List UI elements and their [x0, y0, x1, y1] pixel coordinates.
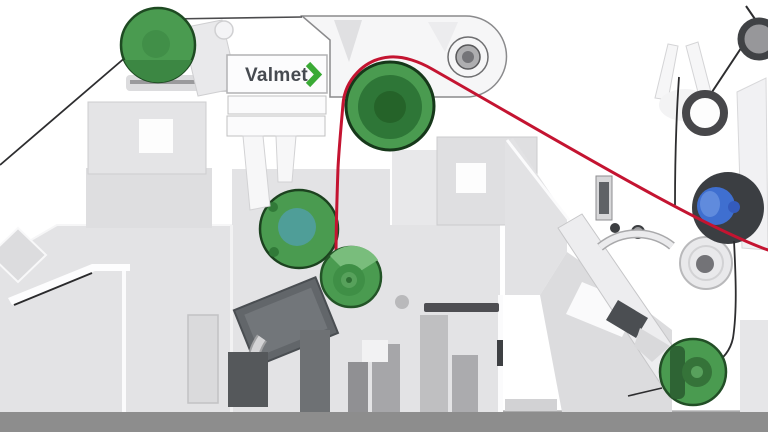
blue-roller-sheen	[700, 191, 720, 217]
stack-slat	[227, 95, 327, 115]
access-door	[187, 314, 219, 404]
stack-leg	[275, 135, 297, 183]
right-body-upper	[505, 138, 567, 295]
arm-pin	[214, 20, 234, 40]
right-body-lower	[540, 252, 672, 412]
roller-core-teal	[278, 208, 316, 246]
box-window	[139, 119, 173, 153]
hood-ring-outer	[447, 36, 489, 78]
stack-slat	[226, 115, 326, 137]
highlight-roller-mid-left[interactable]	[258, 188, 340, 270]
wire-line-top	[167, 16, 303, 20]
pulper-area	[228, 276, 478, 412]
right-machine-section	[505, 5, 768, 412]
roller-hub	[374, 91, 406, 123]
guide-roll	[682, 90, 728, 136]
walkway-beam	[8, 264, 130, 305]
frame-panel	[599, 182, 609, 214]
hood-hub	[462, 51, 474, 63]
felt-line	[674, 76, 680, 206]
pipe	[598, 230, 674, 250]
walkway-underline	[13, 272, 93, 306]
pulper-face	[244, 287, 328, 356]
column	[348, 362, 368, 412]
cross-beam-shadow	[130, 80, 230, 84]
wire-line-left	[0, 55, 128, 166]
support-wedge	[634, 328, 670, 362]
felt-line-tail	[627, 387, 663, 397]
panel-seam	[122, 266, 126, 412]
small-roll	[395, 295, 409, 309]
equipment-box	[392, 150, 438, 225]
small-roll	[610, 223, 620, 233]
dark-slot	[424, 303, 499, 312]
headbox-stack	[226, 95, 327, 211]
seam-latch	[497, 340, 503, 366]
highlight-roller-large-center[interactable]	[344, 60, 436, 152]
roller-sheen	[330, 245, 378, 277]
diamond-panel	[0, 226, 48, 284]
bottom-right-structures	[634, 320, 768, 412]
roller-pin	[346, 277, 352, 283]
box-window	[456, 163, 486, 193]
small-box	[362, 340, 388, 362]
highlight-roller-bottom-right[interactable]	[658, 337, 728, 407]
reel-drum-hub	[696, 255, 714, 273]
panel-seam	[230, 225, 233, 412]
hood-wedge	[334, 20, 362, 62]
dark-bracket	[606, 300, 648, 338]
left-body-upper	[86, 168, 212, 228]
roller-bolt	[269, 247, 279, 257]
roller-bolt	[268, 202, 278, 212]
column	[452, 355, 478, 412]
valmet-logo-panel: Valmet	[226, 54, 328, 94]
reel-drum-ring	[688, 245, 724, 281]
highlight-roller-top-left[interactable]	[119, 6, 197, 84]
dark-block	[228, 352, 268, 407]
roof-edge	[505, 139, 571, 221]
support-column	[740, 320, 768, 412]
blue-roller-knob	[728, 201, 740, 213]
guide-roll	[737, 17, 768, 61]
hood-wedge	[428, 22, 458, 52]
roller-hub	[691, 366, 703, 378]
valmet-logo-text: Valmet	[245, 65, 308, 86]
roller-shade	[124, 60, 192, 83]
highlight-roller-mid-lower[interactable]	[319, 245, 383, 309]
red-web-line	[334, 55, 768, 262]
valmet-chevron-icon	[305, 61, 323, 88]
dark-column	[300, 330, 330, 412]
roller-hub	[142, 30, 170, 58]
stack-leg	[242, 135, 271, 211]
column	[420, 315, 448, 412]
roller-bar	[670, 346, 685, 399]
machine-base	[505, 399, 557, 411]
floor-bar	[0, 411, 768, 432]
